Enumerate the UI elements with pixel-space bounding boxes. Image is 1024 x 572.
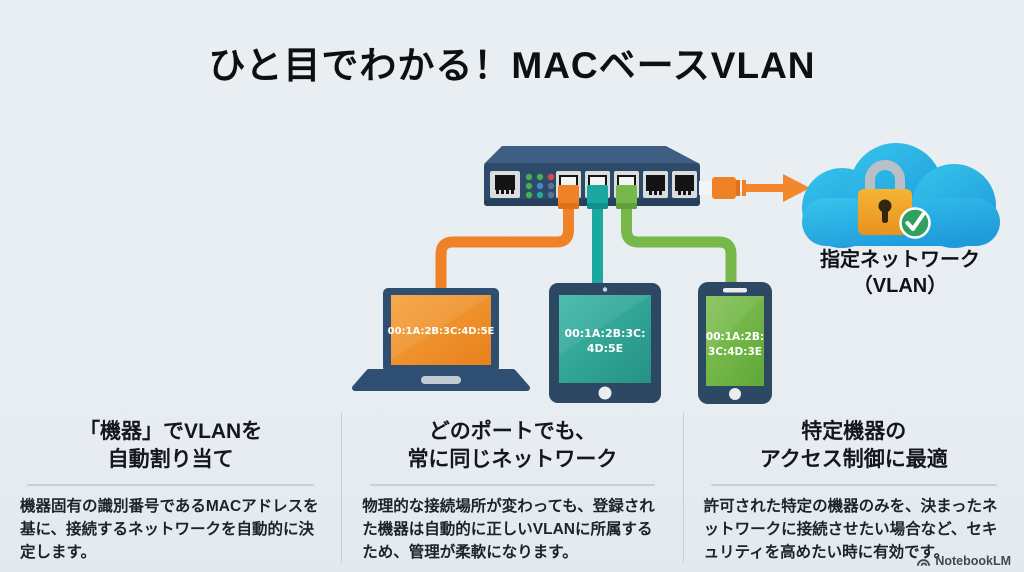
- smartphone: 00:1A:2B: 3C:4D:3E: [698, 282, 772, 404]
- notebooklm-watermark: NotebookLM: [916, 554, 1011, 568]
- column-divider: [710, 483, 997, 486]
- network-switch: [484, 146, 700, 209]
- column-heading-line2: 自動割り当て: [107, 448, 234, 472]
- rj45-plug-orange: [558, 177, 579, 209]
- column-heading-line2: アクセス制御に最適: [759, 448, 948, 472]
- check-badge-icon: [899, 207, 931, 239]
- mac-address-label: 3C:4D:3E: [708, 346, 762, 358]
- column-heading: 特定機器の アクセス制御に最適: [684, 418, 1024, 475]
- column-heading-line1: 特定機器の: [801, 420, 907, 443]
- column-divider: [369, 483, 656, 486]
- column-heading-line2: 常に同じネットワーク: [407, 448, 618, 472]
- arrow-right-icon: [746, 174, 810, 202]
- mac-address-label: 00:1A:2B:: [706, 331, 764, 343]
- column-heading: どのポートでも、 常に同じネットワーク: [342, 418, 682, 475]
- column-heading-line1: どのポートでも、: [428, 420, 597, 443]
- cloud-label: 指定ネットワーク （VLAN）: [788, 247, 1012, 299]
- column-body: 機器固有の識別番号であるMACアドレスを基に、接続するネットワークを自動的に決定…: [20, 497, 319, 562]
- rj45-plug-green: [616, 177, 637, 209]
- ethernet-cable-orange: [435, 200, 574, 291]
- switch-port: [490, 171, 520, 198]
- column-same-network: どのポートでも、 常に同じネットワーク 物理的な接続場所が変わっても、登録された…: [341, 413, 682, 563]
- tablet: 00:1A:2B:3C: 4D:5E: [549, 283, 661, 403]
- mac-address-label: 4D:5E: [587, 342, 623, 355]
- uplink-connector-orange: [699, 177, 746, 199]
- column-body: 許可された特定の機器のみを、決まったネットワークに接続させたい場合など、セキュリ…: [703, 497, 998, 562]
- column-heading: 「機器」でVLANを 自動割り当て: [0, 418, 341, 475]
- cloud-label-line1: 指定ネットワーク: [820, 249, 980, 271]
- benefit-columns: 「機器」でVLANを 自動割り当て 機器固有の識別番号であるMACアドレスを基に…: [0, 413, 1024, 563]
- notebooklm-logo-icon: [917, 558, 931, 566]
- column-heading-line1: 「機器」でVLANを: [79, 420, 263, 443]
- ethernet-cable-green: [621, 200, 737, 286]
- mac-address-label: 00:1A:2B:3C:: [564, 327, 645, 340]
- padlock-icon: [858, 160, 912, 235]
- infographic-title: ひと目でわかる！MACベースVLAN: [208, 44, 816, 86]
- mac-address-label: 00:1A:2B:3C:4D:5E: [388, 326, 495, 337]
- cloud-label-line2: （VLAN）: [852, 275, 948, 297]
- rj45-plug-teal: [587, 177, 608, 209]
- column-divider: [27, 483, 314, 486]
- column-auto-assign: 「機器」でVLANを 自動割り当て 機器固有の識別番号であるMACアドレスを基に…: [0, 413, 341, 563]
- column-access-control: 特定機器の アクセス制御に最適 許可された特定の機器のみを、決まったネットワーク…: [682, 413, 1024, 563]
- laptop: 00:1A:2B:3C:4D:5E: [352, 288, 530, 391]
- notebooklm-brand: NotebookLM: [935, 554, 1011, 568]
- column-body: 物理的な接続場所が変わっても、登録された機器は自動的に正しいVLANに所属するた…: [362, 497, 655, 562]
